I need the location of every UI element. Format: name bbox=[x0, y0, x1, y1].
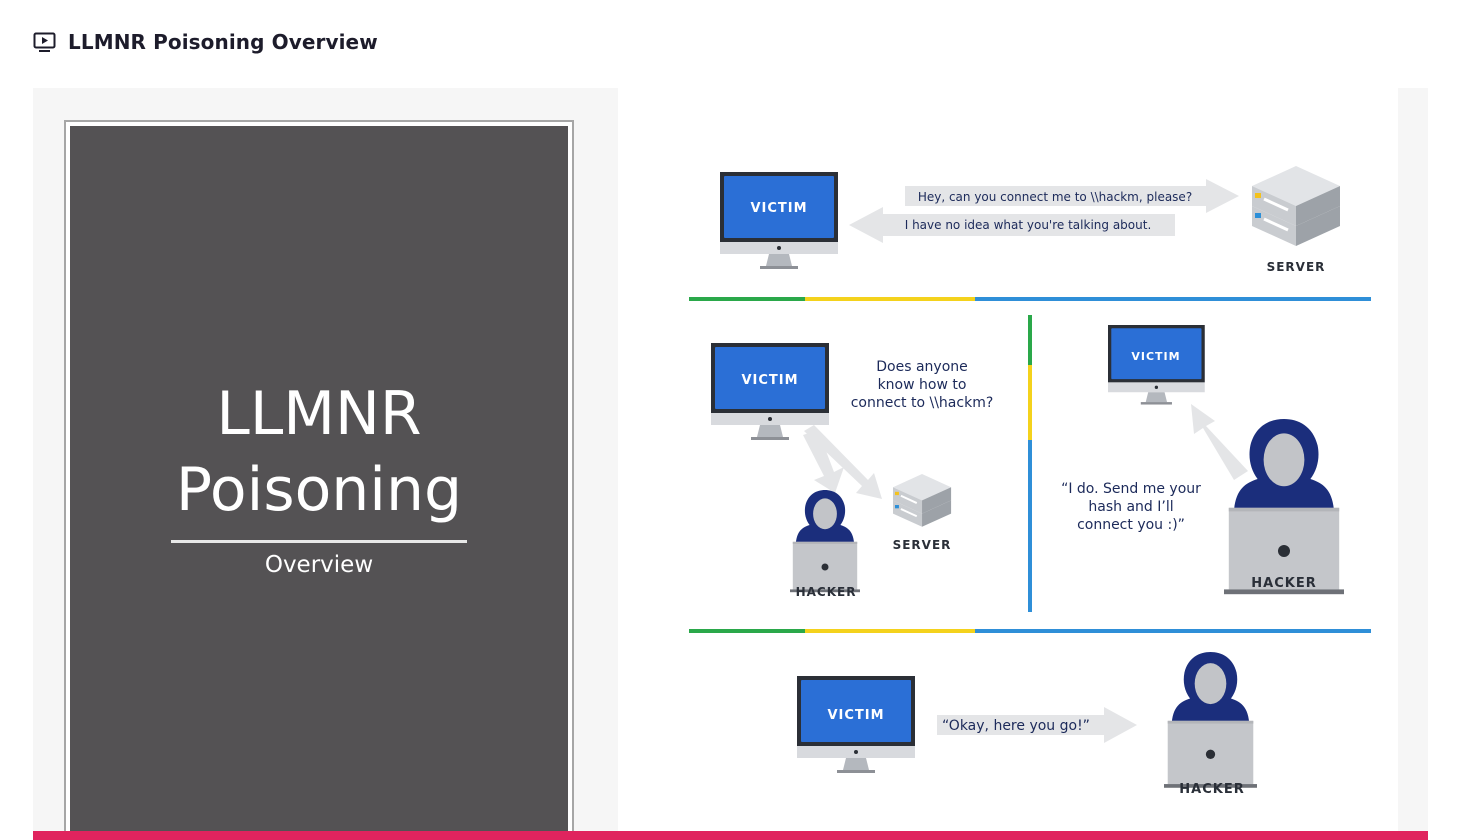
panel2-question-line-1: Does anyone bbox=[876, 359, 968, 375]
llmnr-diagram: VICTIM Hey, can you connect me to \\hack… bbox=[618, 88, 1398, 840]
panel-divider-bottom bbox=[689, 629, 1371, 633]
panel3-reply-arrow bbox=[1191, 404, 1248, 480]
title-slide: LLMNR Poisoning Overview bbox=[64, 120, 574, 840]
lecture-header: LLMNR Poisoning Overview bbox=[33, 28, 378, 56]
panel4-message-text: “Okay, here you go!” bbox=[942, 718, 1090, 734]
panel2-question-line-3: connect to \\hackm? bbox=[851, 395, 994, 411]
panel4-victim-monitor: VICTIM bbox=[797, 676, 915, 773]
panel1-server: SERVER bbox=[1250, 164, 1342, 274]
slide-title: LLMNR Poisoning bbox=[70, 376, 568, 528]
video-player[interactable]: LLMNR Poisoning Overview bbox=[33, 88, 1428, 840]
panel1-request-arrow: Hey, can you connect me to \\hackm, plea… bbox=[905, 179, 1239, 213]
panel1-reply-arrow: I have no idea what you're talking about… bbox=[849, 207, 1175, 243]
panel3-answer-line-1: “I do. Send me your bbox=[1061, 481, 1201, 497]
slide-subtitle: Overview bbox=[264, 552, 374, 578]
lecture-title: LLMNR Poisoning Overview bbox=[68, 30, 378, 54]
panel2-victim-monitor: VICTIM bbox=[711, 343, 829, 440]
panel2-victim-label: VICTIM bbox=[741, 373, 798, 388]
panel2-broadcast-arrows bbox=[803, 425, 882, 499]
panel3-hacker: HACKER bbox=[1224, 419, 1344, 595]
panel3-victim-monitor: VICTIM bbox=[1108, 325, 1205, 405]
panel1-server-label: SERVER bbox=[1267, 260, 1326, 274]
panel1-victim-label: VICTIM bbox=[750, 201, 807, 216]
panel2-question: Does anyone know how to connect to \\hac… bbox=[851, 359, 994, 411]
panel3-answer-line-2: hash and I’ll bbox=[1088, 499, 1173, 515]
panel-divider-top bbox=[689, 297, 1371, 301]
slide-divider bbox=[171, 540, 467, 543]
panel-divider-vertical bbox=[1028, 315, 1032, 612]
slide-title-line-1: LLMNR bbox=[216, 379, 422, 449]
video-lecture-icon bbox=[33, 30, 57, 54]
panel1-request-text: Hey, can you connect me to \\hackm, plea… bbox=[918, 190, 1192, 204]
title-slide-background: LLMNR Poisoning Overview bbox=[70, 126, 568, 840]
panel2-server: SERVER bbox=[892, 473, 953, 552]
panel1-reply-text: I have no idea what you're talking about… bbox=[905, 218, 1152, 232]
panel2-hacker: HACKER bbox=[790, 490, 860, 599]
slide-title-line-2: Poisoning bbox=[175, 455, 463, 525]
panel3-answer: “I do. Send me your hash and I’ll connec… bbox=[1061, 481, 1201, 533]
panel1-victim-monitor: VICTIM bbox=[720, 172, 838, 269]
panel4-hacker-label: HACKER bbox=[1179, 782, 1244, 797]
panel3-victim-label: VICTIM bbox=[1131, 350, 1180, 363]
panel4-message-arrow: “Okay, here you go!” bbox=[937, 707, 1137, 743]
video-progress-bar[interactable] bbox=[33, 831, 1428, 840]
panel2-server-label: SERVER bbox=[893, 538, 952, 552]
panel3-hacker-label: HACKER bbox=[1251, 576, 1316, 591]
panel2-hacker-label: HACKER bbox=[796, 585, 857, 599]
panel4-victim-label: VICTIM bbox=[827, 708, 884, 723]
panel4-hacker: HACKER bbox=[1164, 652, 1257, 797]
panel2-question-line-2: know how to bbox=[878, 377, 967, 393]
panel3-answer-line-3: connect you :)” bbox=[1077, 517, 1185, 533]
